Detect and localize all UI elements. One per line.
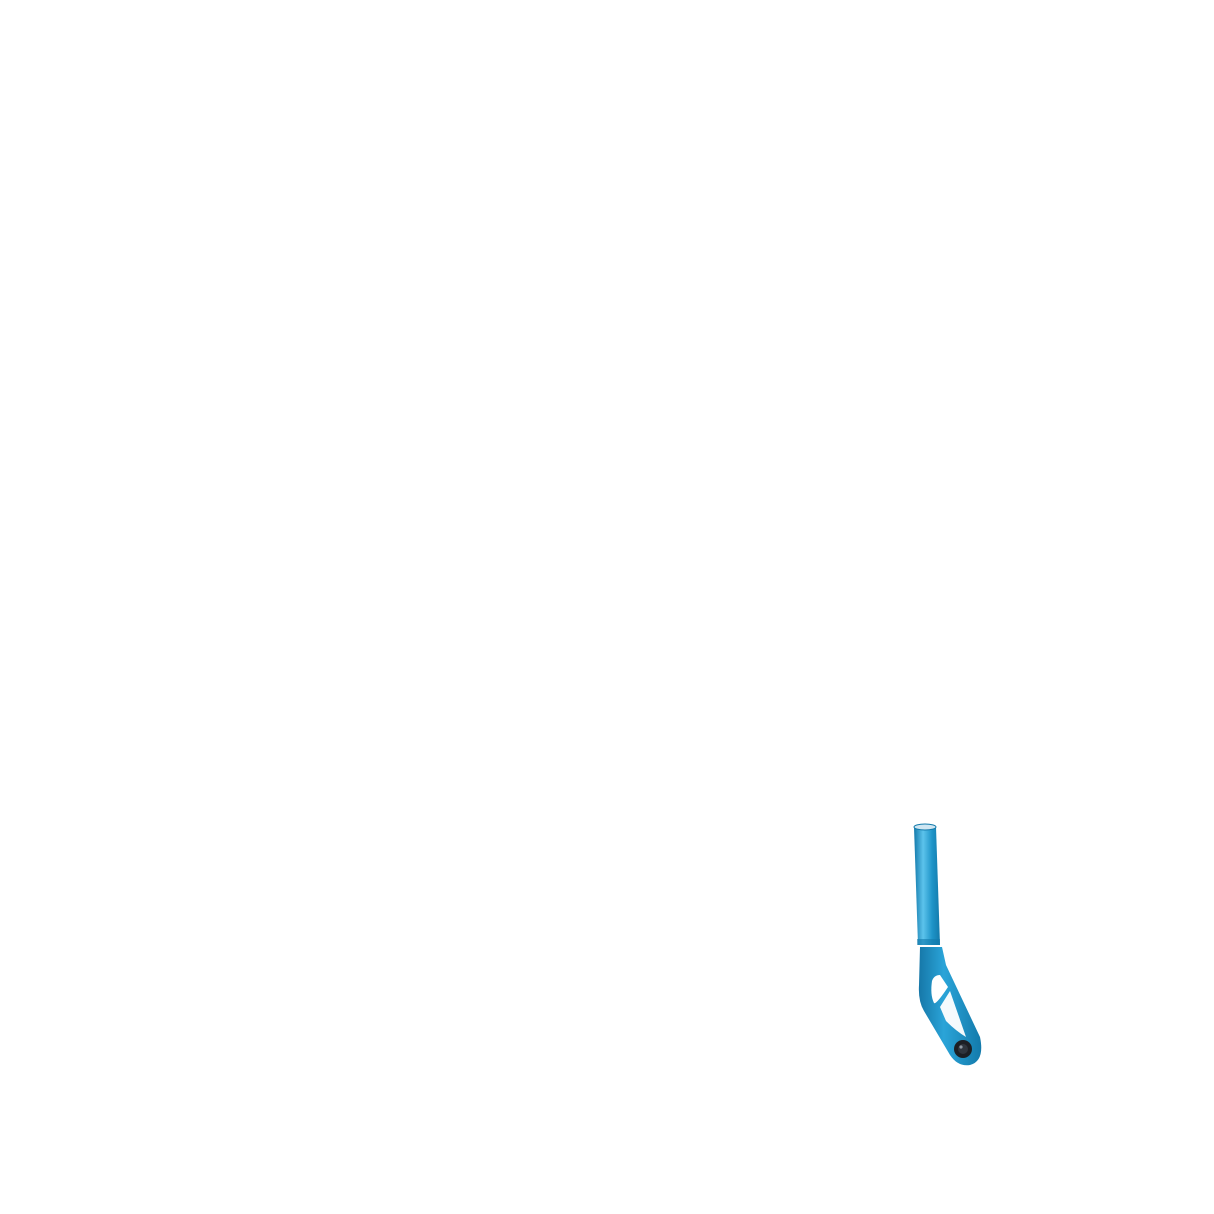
scooter-fork-graphic — [913, 823, 982, 1066]
scooter-fork-image — [900, 815, 995, 1080]
fork-cutout — [931, 975, 948, 1004]
axle-bolt-icon — [954, 1040, 972, 1058]
fork-head — [918, 947, 982, 1066]
steerer-tube — [913, 823, 940, 945]
